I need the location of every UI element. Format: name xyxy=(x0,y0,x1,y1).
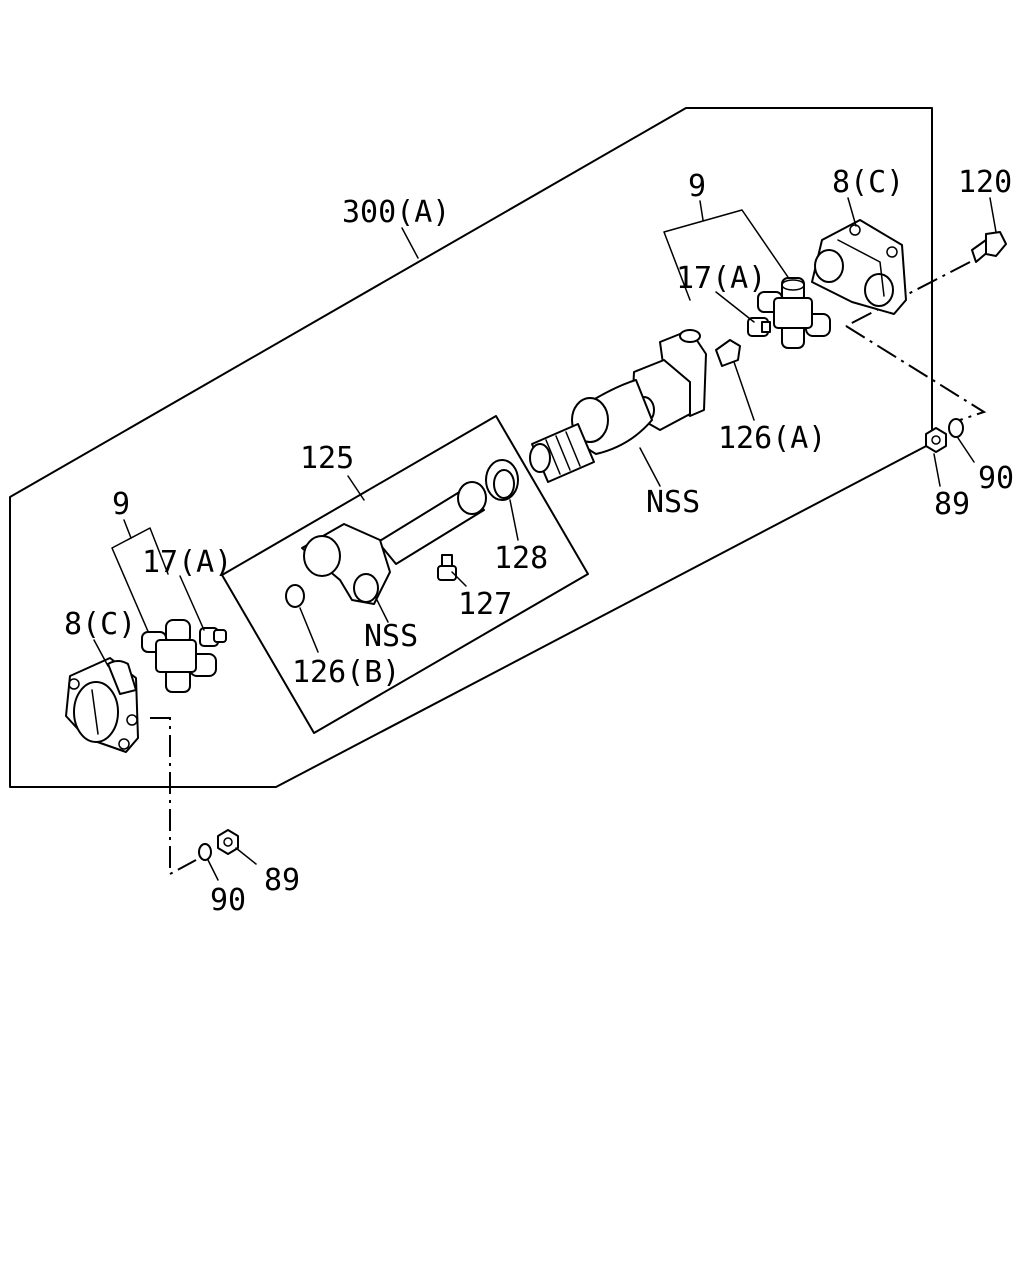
flange-top-part xyxy=(811,219,907,315)
label-bolt: 120 xyxy=(958,165,1012,200)
fitting-top-part xyxy=(747,317,771,337)
seal-part xyxy=(485,459,519,501)
label-washer-right: 90 xyxy=(978,461,1014,496)
label-fitting-top: 17(A) xyxy=(676,261,766,296)
label-flange-left: 8(C) xyxy=(64,607,136,642)
nut-bottom-part xyxy=(217,829,239,855)
washer-bottom-part xyxy=(198,843,212,861)
yoke-shaft-part xyxy=(301,481,487,605)
label-assembly: 300(A) xyxy=(342,195,450,230)
bolt-part xyxy=(971,231,1007,263)
fitting-left-part xyxy=(199,627,227,647)
spider-top-part xyxy=(757,277,831,349)
label-spider-left: 9 xyxy=(112,487,130,522)
label-nss-sleeve: NSS xyxy=(646,485,700,520)
washer-right-part xyxy=(948,418,964,438)
label-plug-b: 126(B) xyxy=(292,655,400,690)
centerline-right xyxy=(845,261,971,327)
label-nss-yoke: NSS xyxy=(364,619,418,654)
label-spider-top: 9 xyxy=(688,169,706,204)
label-plug-a: 126(A) xyxy=(718,421,826,456)
flange-left-part xyxy=(65,657,139,753)
nut-right-part xyxy=(925,427,947,453)
spider-left-part xyxy=(141,619,217,693)
label-grease-nipple: 127 xyxy=(458,587,512,622)
label-nut-bottom: 89 xyxy=(264,863,300,898)
label-seal: 128 xyxy=(494,541,548,576)
label-flange-top: 8(C) xyxy=(832,165,904,200)
grease-nipple-part xyxy=(437,554,457,581)
plug-a-part xyxy=(715,339,741,367)
label-yoke-shaft: 125 xyxy=(300,441,354,476)
label-washer-bottom: 90 xyxy=(210,883,246,918)
label-nut-right: 89 xyxy=(934,487,970,522)
yoke-group-outline xyxy=(221,415,589,734)
sleeve-yoke-part xyxy=(529,329,707,483)
centerline-bottom xyxy=(150,717,197,876)
spider-bracket-top xyxy=(663,209,791,301)
label-fitting-left: 17(A) xyxy=(142,545,232,580)
plug-b-part xyxy=(285,584,305,608)
leader-lines xyxy=(93,197,997,881)
